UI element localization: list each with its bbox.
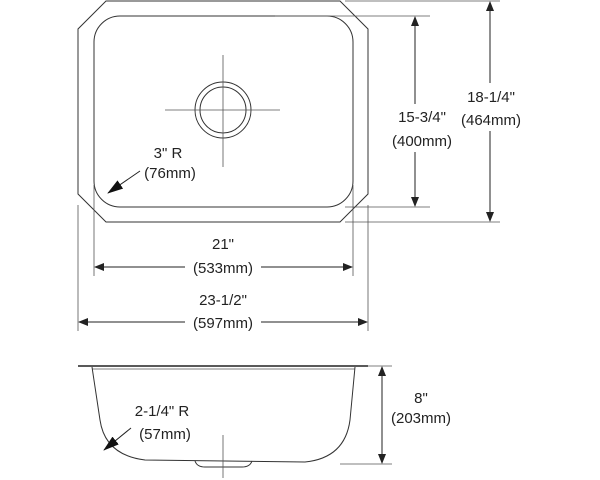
bottom-radius-arrow — [103, 427, 132, 451]
bottom-radius-label: 2-1/4" R — [135, 403, 190, 420]
overall-length-label: 18-1/4" — [467, 89, 515, 106]
overall-width-label: 23-1/2" — [199, 292, 247, 309]
corner-radius-arrow — [107, 170, 141, 194]
overall-length-metric: (464mm) — [461, 112, 521, 129]
bowl-width-metric: (533mm) — [193, 260, 253, 277]
bowl-profile — [91, 366, 356, 463]
bowl-outline — [93, 15, 354, 208]
corner-radius-label: 3" R — [154, 145, 183, 162]
drain-bump — [194, 460, 253, 468]
top-view: 3" R (76mm) 15-3/4" (400mm) 18-1/4" (464… — [77, 0, 526, 333]
bowl-length-metric: (400mm) — [392, 133, 452, 150]
sink-outer-rim — [77, 0, 369, 223]
depth-label: 8" — [414, 390, 428, 407]
overall-width-metric: (597mm) — [193, 315, 253, 332]
bowl-length-label: 15-3/4" — [398, 109, 446, 126]
side-view: 2-1/4" R (57mm) 8" (203mm) — [78, 365, 451, 478]
bowl-width-label: 21" — [212, 236, 234, 253]
bottom-radius-metric: (57mm) — [139, 426, 191, 443]
corner-radius-metric: (76mm) — [144, 165, 196, 182]
depth-metric: (203mm) — [391, 410, 451, 427]
